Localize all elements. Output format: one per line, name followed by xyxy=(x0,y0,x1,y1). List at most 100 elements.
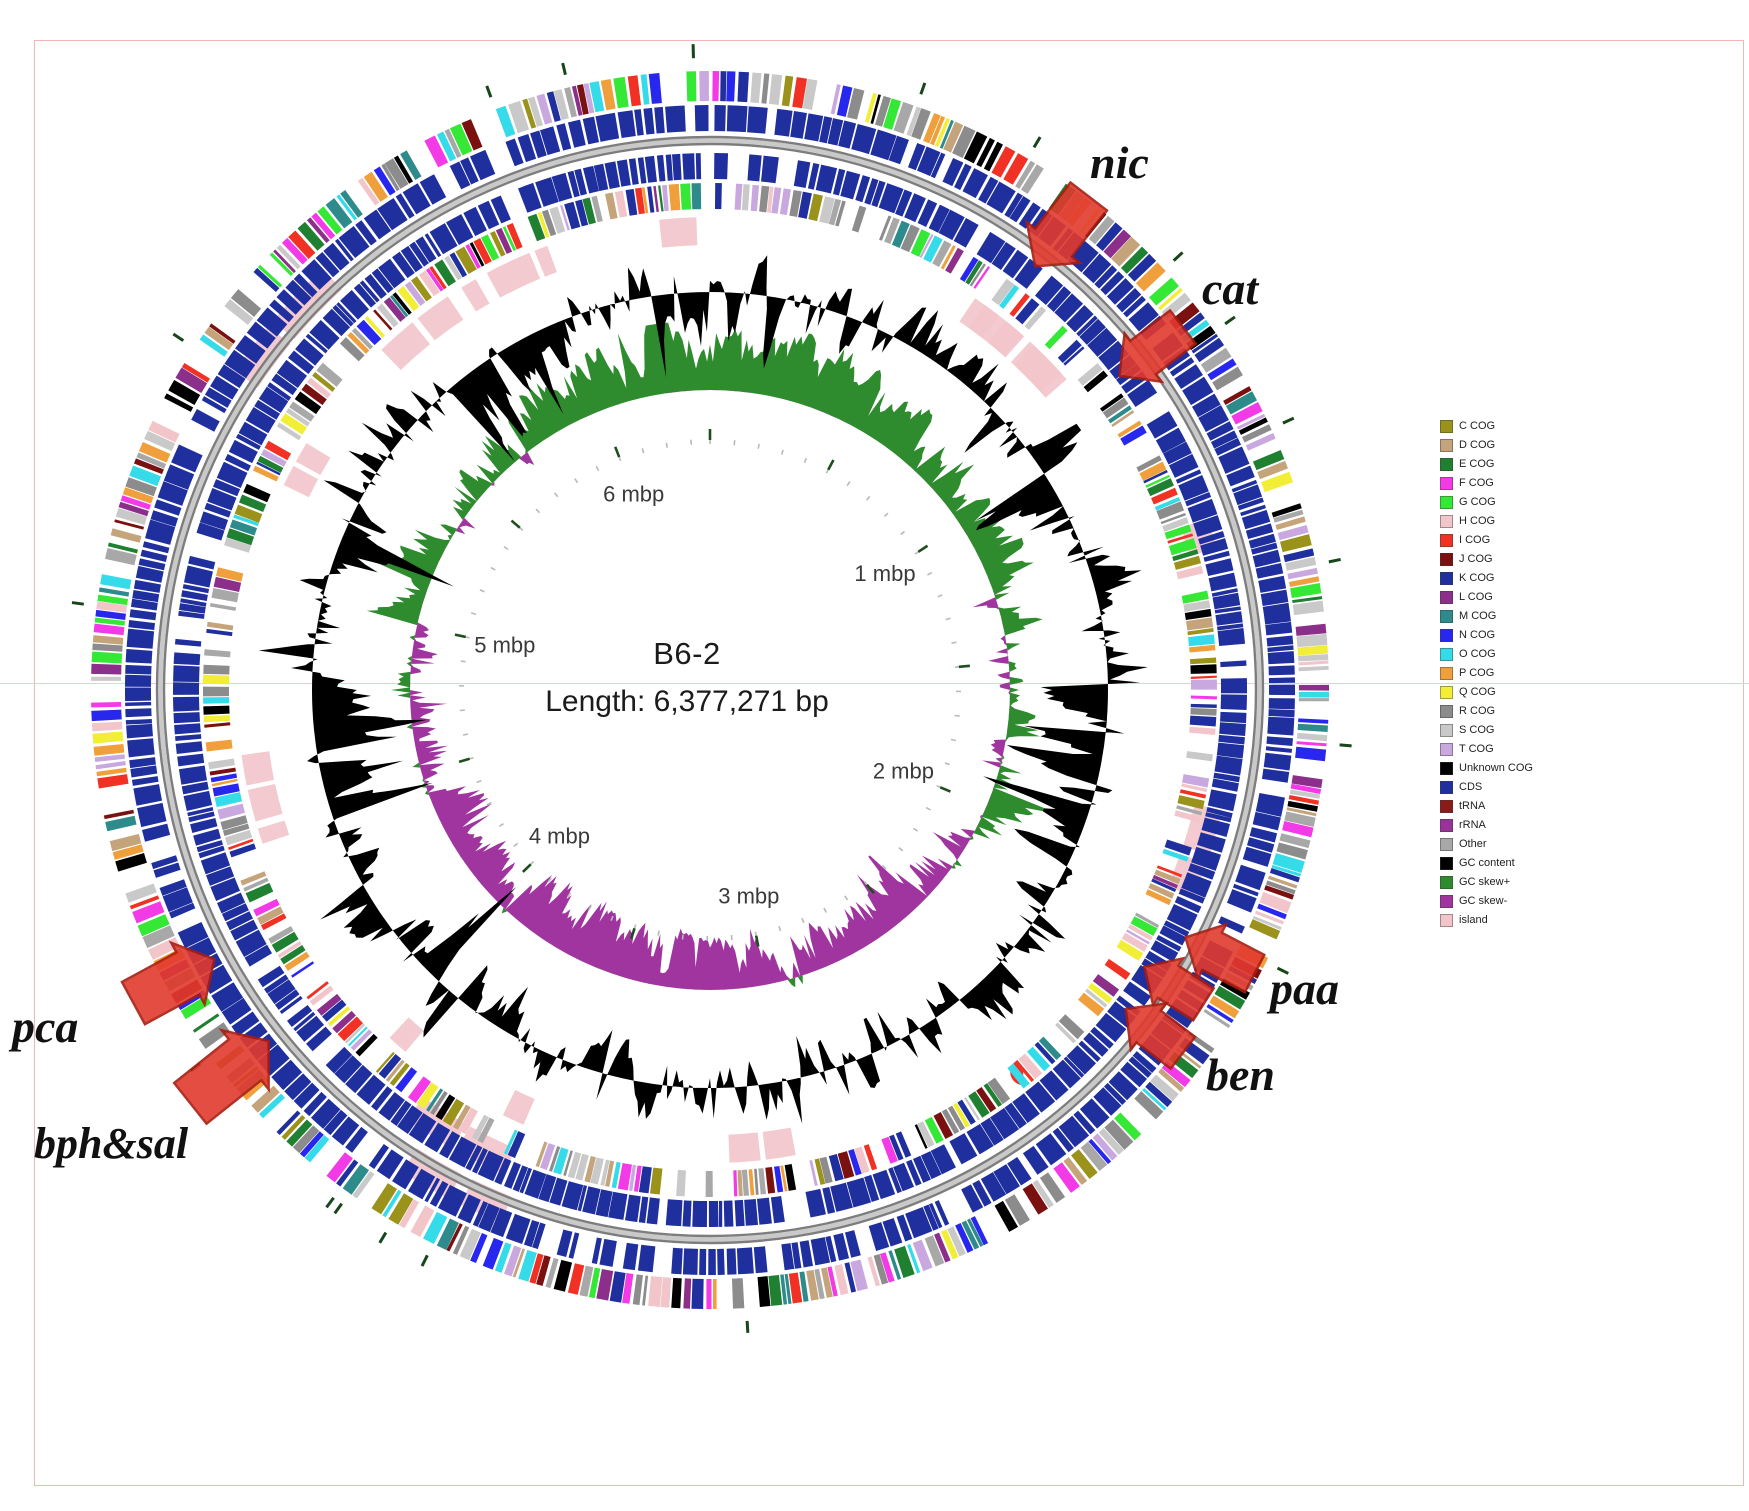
legend-item: tRNA xyxy=(1440,800,1546,813)
legend-swatch xyxy=(1440,439,1453,452)
cog-reverse-ring-segment xyxy=(638,1166,652,1194)
cds-reverse-ring-segment xyxy=(472,1147,488,1174)
cog-forward-ring-segment xyxy=(893,101,914,134)
cds-forward-ring-segment xyxy=(271,1059,303,1091)
cog-forward-ring-segment xyxy=(1231,402,1263,425)
cds-forward-ring-segment xyxy=(133,579,161,593)
cds-forward-ring-segment xyxy=(1169,357,1195,377)
cds-reverse-ring-segment xyxy=(448,1136,477,1168)
cog-forward-ring-segment xyxy=(1206,1004,1234,1024)
cog-reverse-ring-segment xyxy=(780,1165,788,1192)
cds-reverse-ring-segment xyxy=(1203,550,1230,562)
cog-forward-ring-segment xyxy=(495,105,516,138)
backbone-circle xyxy=(155,135,1265,1245)
gene-arrow-pca xyxy=(120,940,216,1026)
cog-reverse-ring-segment xyxy=(1184,608,1212,620)
cog-reverse-ring-segment xyxy=(404,281,426,306)
cds-reverse-ring-segment xyxy=(793,160,811,188)
cog-forward-ring-segment xyxy=(1169,302,1200,330)
cds-reverse-ring-segment xyxy=(188,811,215,823)
cog-reverse-ring-segment xyxy=(900,224,920,253)
cog-forward-ring-segment xyxy=(991,146,1016,178)
cds-forward-ring-segment xyxy=(210,375,239,400)
cds-reverse-ring-segment xyxy=(966,1123,994,1155)
outer-tick xyxy=(919,82,927,95)
cog-reverse-ring-segment xyxy=(828,198,842,226)
cds-forward-ring-segment xyxy=(888,135,909,165)
cds-forward-ring-segment xyxy=(1245,523,1274,539)
cog-forward-ring-segment xyxy=(731,1278,745,1309)
cog-reverse-ring-segment xyxy=(1130,916,1158,936)
cog-reverse-ring-segment xyxy=(991,278,1015,306)
cds-reverse-ring-segment xyxy=(180,598,207,607)
cog-reverse-ring-segment xyxy=(914,1124,928,1149)
cds-reverse-ring-segment xyxy=(538,1174,557,1203)
cds-forward-ring-segment xyxy=(429,1180,449,1207)
cog-reverse-ring-segment xyxy=(490,230,506,257)
cog-reverse-ring-segment xyxy=(316,362,343,387)
cog-reverse-ring-segment xyxy=(243,877,269,892)
cds-forward-ring-segment xyxy=(1267,716,1295,736)
legend-item: rRNA xyxy=(1440,819,1546,832)
cog-forward-ring-segment xyxy=(142,925,175,949)
cds-reverse-ring-segment xyxy=(336,302,357,324)
cog-forward-ring-segment xyxy=(326,1152,353,1183)
cds-reverse-ring-segment xyxy=(353,283,377,308)
position-label: 6 mbp xyxy=(603,481,664,506)
minor-tick xyxy=(954,714,960,717)
cds-reverse-ring-segment xyxy=(397,1105,423,1135)
cog-forward-ring-segment xyxy=(1071,1149,1098,1180)
legend-swatch xyxy=(1440,667,1453,680)
cog-reverse-ring-segment xyxy=(837,1151,855,1179)
cds-reverse-ring-segment xyxy=(178,765,208,785)
cog-reverse-ring-segment xyxy=(809,1160,818,1186)
cds-forward-ring-segment xyxy=(622,1242,639,1271)
cog-reverse-ring-segment xyxy=(206,621,234,631)
cog-reverse-ring-segment xyxy=(228,838,254,851)
cog-forward-ring-segment xyxy=(336,1159,359,1187)
cog-reverse-ring-segment xyxy=(758,1168,767,1195)
cds-reverse-ring-segment xyxy=(512,1165,529,1192)
cds-forward-ring-segment xyxy=(125,648,153,664)
cog-forward-ring-segment xyxy=(470,1233,488,1264)
cds-reverse-ring-segment xyxy=(593,163,609,192)
cog-reverse-ring-segment xyxy=(1014,1059,1035,1082)
cds-reverse-ring-segment xyxy=(1216,742,1245,759)
cog-reverse-ring-segment xyxy=(395,1067,418,1093)
cog-forward-ring-segment xyxy=(1120,246,1149,274)
cds-forward-ring-segment xyxy=(1240,504,1266,517)
cog-forward-ring-segment xyxy=(1272,853,1305,874)
cog-forward-ring-segment xyxy=(934,117,950,147)
cds-reverse-ring-segment xyxy=(895,189,913,217)
cds-forward-ring-segment xyxy=(1206,421,1234,441)
cds-reverse-ring-segment xyxy=(415,236,437,263)
cog-forward-ring-segment xyxy=(1135,262,1166,292)
cds-forward-ring-segment xyxy=(726,105,748,133)
cog-reverse-ring-segment xyxy=(1139,461,1167,481)
cog-forward-ring-segment xyxy=(342,1164,370,1195)
cog-reverse-ring-segment xyxy=(1181,783,1208,793)
cog-forward-ring-segment xyxy=(1254,910,1285,925)
cds-reverse-ring-segment xyxy=(295,338,324,366)
cds-forward-ring-segment xyxy=(127,738,155,758)
cds-forward-ring-segment xyxy=(331,1116,360,1146)
cds-forward-ring-segment xyxy=(345,1126,368,1153)
island-block xyxy=(762,1127,796,1160)
cds-reverse-ring-segment xyxy=(1220,711,1247,724)
cog-reverse-ring-segment xyxy=(614,190,628,218)
cog-forward-ring-segment xyxy=(1287,567,1318,580)
cog-reverse-ring-segment xyxy=(1151,487,1178,505)
cog-reverse-ring-segment xyxy=(773,1165,784,1193)
cds-reverse-ring-segment xyxy=(178,610,205,619)
legend-label: Q COG xyxy=(1459,686,1496,698)
minor-tick xyxy=(462,733,469,736)
cog-forward-ring-segment xyxy=(446,1223,463,1252)
cog-reverse-ring-segment xyxy=(999,284,1020,309)
cog-reverse-ring-segment xyxy=(458,1107,478,1135)
cog-forward-ring-segment xyxy=(148,420,180,443)
cds-forward-ring-segment xyxy=(224,349,256,379)
cds-forward-ring-segment xyxy=(1108,1071,1138,1101)
cog-reverse-ring-segment xyxy=(351,327,374,350)
cds-reverse-ring-segment xyxy=(371,268,394,294)
minor-tick xyxy=(554,492,559,498)
